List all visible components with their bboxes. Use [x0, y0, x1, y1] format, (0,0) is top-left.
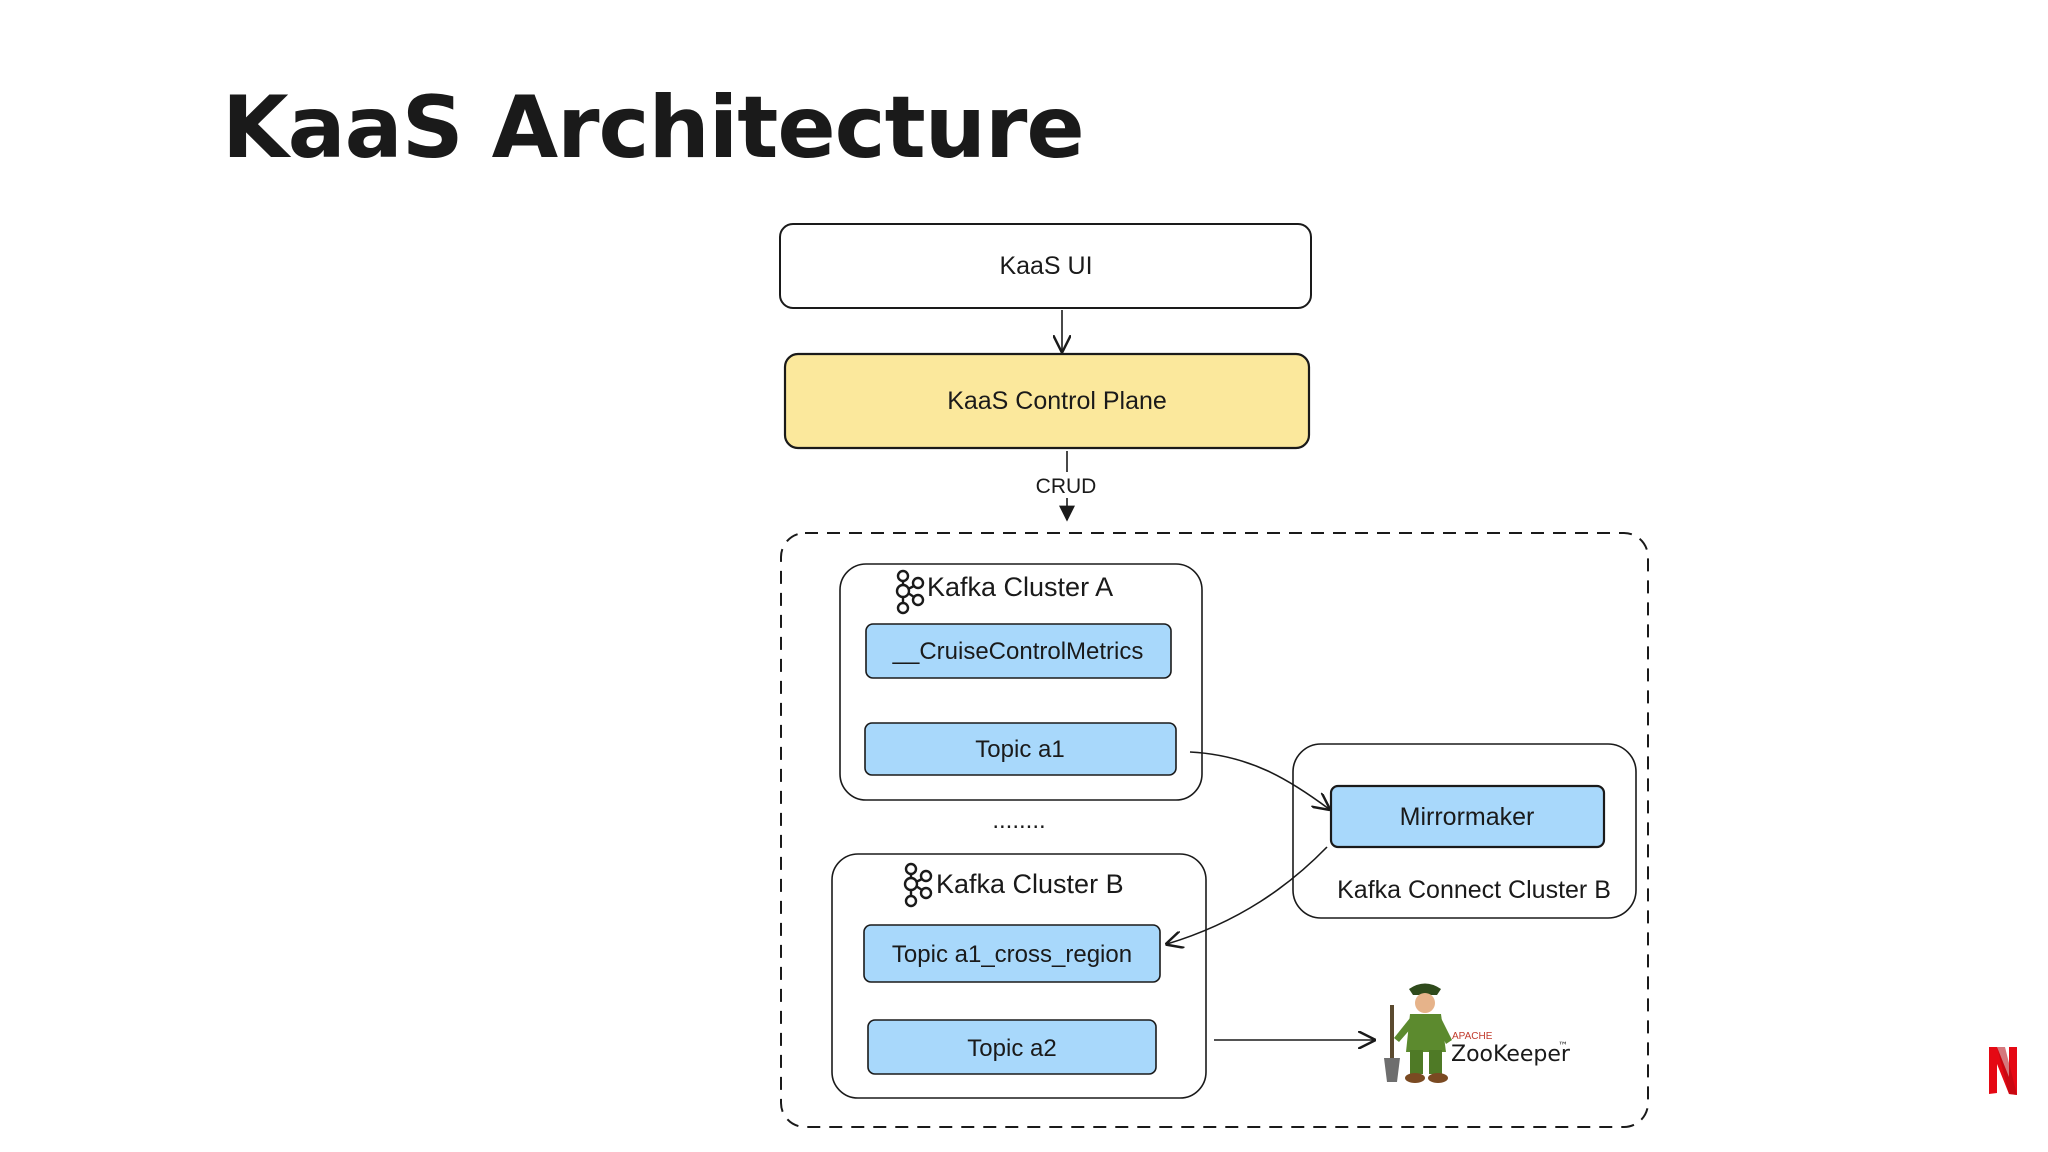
topic-a1: Topic a1 [864, 722, 1177, 776]
mirrormaker-box: Mirrormaker [1329, 784, 1606, 849]
topic-label: Topic a1 [975, 736, 1064, 763]
topic-a1-cross-region: Topic a1_cross_region [863, 924, 1161, 983]
kafka-icon [903, 862, 933, 908]
kafka-connect-cluster-b: Mirrormaker Kafka Connect Cluster B [1292, 743, 1637, 919]
arrow-mirrormaker-to-topic-a1-cross-region [1167, 846, 1328, 944]
zookeeper-logo: APACHE ZooKeeper ™ [1384, 983, 1571, 1083]
slide-title: KaaS Architecture [222, 78, 1085, 178]
topic-cruise-control-metrics: __CruiseControlMetrics [865, 623, 1172, 679]
topic-label: Topic a1_cross_region [892, 941, 1132, 968]
zookeeper-name: ZooKeeper [1451, 1042, 1571, 1067]
kafka-icon [895, 569, 925, 615]
topic-label: Topic a2 [967, 1035, 1056, 1062]
crud-label: CRUD [1036, 475, 1097, 498]
infrastructure-boundary [780, 532, 1649, 1128]
kafka-cluster-b-title: Kafka Cluster B [936, 869, 1124, 899]
kafka-cluster-b: Kafka Cluster B Topic a1_cross_region To… [831, 853, 1207, 1099]
kafka-cluster-a-title: Kafka Cluster A [927, 572, 1113, 602]
arrow-topic-a1-to-mirrormaker [1189, 751, 1329, 809]
kaas-control-plane-box: KaaS Control Plane [783, 352, 1311, 450]
topic-label: __CruiseControlMetrics [892, 638, 1144, 665]
topic-a2: Topic a2 [867, 1019, 1157, 1075]
kaas-control-plane-label: KaaS Control Plane [947, 387, 1167, 415]
mirrormaker-label: Mirrormaker [1400, 803, 1535, 831]
zookeeper-mascot [1384, 983, 1452, 1083]
netflix-logo [1989, 1047, 2017, 1095]
zookeeper-apache-label: APACHE [1452, 1031, 1493, 1042]
zookeeper-trademark: ™ [1558, 1041, 1568, 1052]
ellipsis: ........ [992, 807, 1045, 834]
kaas-ui-label: KaaS UI [999, 252, 1092, 280]
kafka-cluster-a: Kafka Cluster A __CruiseControlMetrics T… [839, 563, 1203, 801]
kaas-ui-box: KaaS UI [779, 223, 1312, 309]
kafka-connect-cluster-b-title: Kafka Connect Cluster B [1337, 876, 1611, 904]
